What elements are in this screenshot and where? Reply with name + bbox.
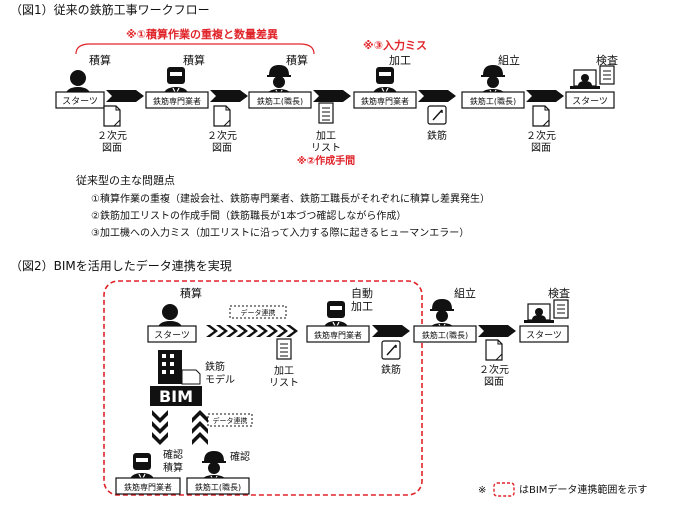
role-fab-4: 鉄筋専門業者 [124,482,172,492]
role-starts-3: スターツ [154,330,190,341]
problems-heading: 従来型の主な問題点 [76,173,175,187]
drawing-label-3b: 図面 [531,142,551,154]
fig1-process: 加工 [389,54,411,67]
arrow-chevron-icon [478,325,516,337]
document-icon [103,105,121,127]
data-link-tag-side [207,413,253,427]
arrow-chevron-icon [106,90,144,102]
role-box-foreman-4 [186,477,250,495]
fig1-assemble: 組立 [498,53,520,67]
drawing-label-2a: ２次元 [207,129,237,142]
role-fab-3: 鉄筋専門業者 [314,330,362,340]
estimate-label-bottom: 積算 [163,461,183,474]
fig2-assemble: 組立 [454,286,476,300]
role-box-fab-2 [353,91,417,109]
role-foreman-3: 鉄筋工(職長) [422,330,468,340]
fig2-auto-2: 加工 [351,300,373,313]
role-starts-2: スターツ [572,96,608,107]
fig2-estimate: 積算 [180,286,202,300]
upward-chevrons [192,410,208,445]
rebar-label-2: 鉄筋 [381,363,401,376]
legend-text: はBIMデータ連携範囲を示す [519,483,647,496]
role-box-fab [145,91,209,109]
building-icon [158,350,201,385]
arrow-chevron-icon [210,90,248,102]
role-box-foreman-2 [461,91,525,109]
drawing-label-4a: ２次元 [479,363,509,376]
bim-block [150,386,202,406]
legend-mark: ※ [478,485,486,496]
role-box-foreman [248,91,312,109]
fig1-estimate-2: 積算 [183,53,205,67]
fig1-inspect: 検査 [596,53,618,67]
drawing-label-1a: ２次元 [97,129,127,142]
issue1-bracket [75,43,315,55]
confirm-label-1: 確認 [163,448,183,461]
rebar-model-2: モデル [205,373,235,386]
arrow-chevron-icon [372,325,410,337]
role-box-fab-4 [115,477,181,495]
problem-2: ②鉄筋加工リストの作成手間（鉄筋職長が1本づつ確認しながら作成） [91,209,406,222]
list-label-2b: リスト [269,378,299,389]
issue2-label: ※②作成手間 [297,154,355,167]
list-label-2a: 加工 [274,365,294,377]
rebar-box-icon [427,105,447,125]
data-link-label-top: データ連携 [241,308,276,317]
data-link-label-side: データ連携 [213,416,248,425]
rebar-label-1: 鉄筋 [427,129,447,142]
role-starts-4: スターツ [526,330,562,341]
role-box-starts-3 [147,325,197,343]
role-box-starts-4 [519,325,569,343]
issue1-label: ※①積算作業の重複と数量差異 [126,27,278,41]
document-icon [532,105,550,127]
fig2-auto-1: 自動 [351,286,373,300]
issue3-label: ※③入力ミス [363,38,427,52]
drawing-label-3a: ２次元 [526,129,556,142]
role-box-foreman-3 [413,325,477,343]
drawing-label-2b: 図面 [212,142,232,154]
role-fab-1: 鉄筋専門業者 [153,96,201,106]
confirm-label-2: 確認 [230,450,250,463]
bim-scope-region [103,280,423,496]
fig2-title: （図2）BIMを活用したデータ連携を実現 [10,258,232,273]
downward-chevrons [152,410,168,445]
list-icon [318,102,334,124]
rebar-box-icon [381,340,401,360]
rebar-model-1: 鉄筋 [205,360,225,373]
role-foreman-4: 鉄筋工(職長) [195,482,241,492]
data-link-chevrons [206,325,298,337]
drawing-label-4b: 図面 [484,376,504,388]
list-icon [276,338,292,360]
fig1-title: （図1）従来の鉄筋工事ワークフロー [10,2,210,17]
data-link-tag-top [229,305,287,319]
problem-3: ③加工機への入力ミス（加工リストに沿って入力する際に起きるヒューマンエラー） [91,226,469,239]
document-icon [213,105,231,127]
list-label-1b: リスト [311,143,341,154]
role-fab-2: 鉄筋専門業者 [361,96,409,106]
list-label-1a: 加工 [316,130,336,142]
legend-swatch [493,482,515,497]
role-box-fab-3 [306,325,370,343]
problem-1: ①積算作業の重複（建設会社、鉄筋専門業者、鉄筋工職長がそれぞれに積算し差異発生） [91,192,490,205]
fig1-estimate-3: 積算 [286,53,308,67]
role-box-starts [55,91,105,109]
inspector-computer-icon [569,65,615,90]
role-box-starts-2 [565,91,615,109]
drawing-label-1b: 図面 [102,142,122,154]
document-icon [485,339,503,361]
bim-label: BIM [159,387,193,406]
role-starts-1: スターツ [62,96,98,107]
inspector-computer-icon [523,299,569,324]
role-foreman-2: 鉄筋工(職長) [470,96,516,106]
arrow-chevron-icon [526,90,564,102]
arrow-chevron-icon [313,90,351,102]
fig2-inspect: 検査 [548,286,570,300]
role-foreman-1: 鉄筋工(職長) [257,96,303,106]
arrow-chevron-icon [418,90,456,102]
fig1-estimate-1: 積算 [89,53,111,67]
